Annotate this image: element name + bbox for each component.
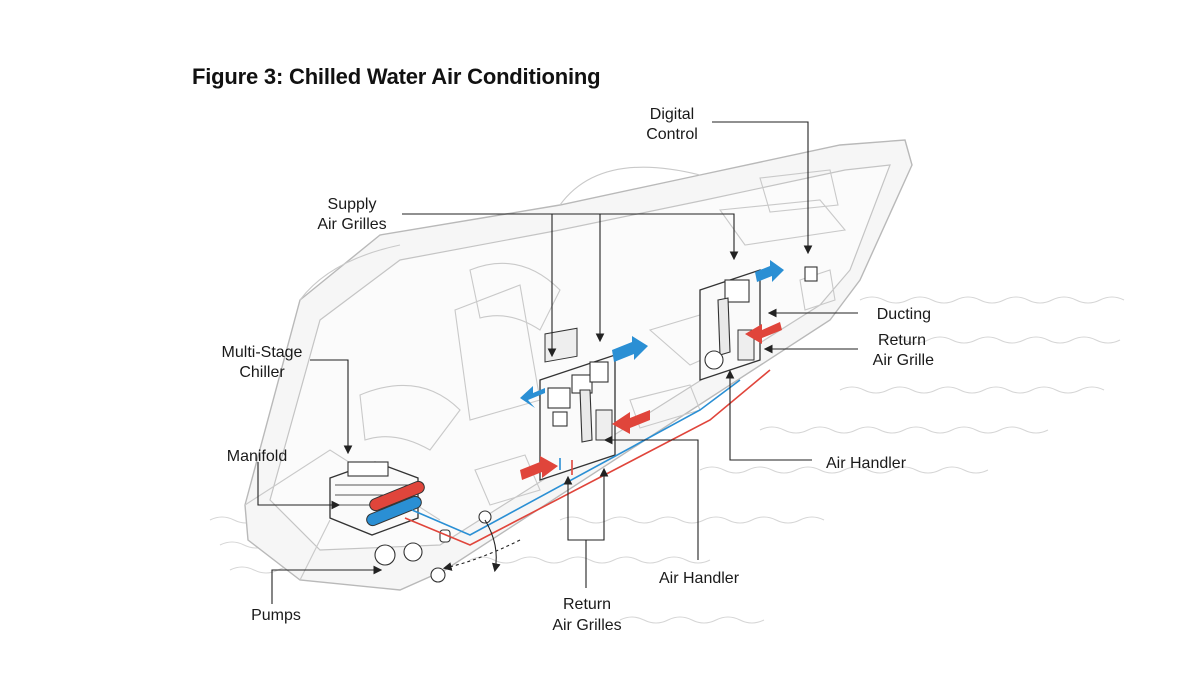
label-return-air-grilles-2: Air Grilles [552, 617, 621, 634]
supply-air-arrow [755, 260, 784, 282]
label-supply-air-grilles-2: Air Grilles [317, 216, 386, 233]
label-manifold: Manifold [227, 448, 287, 465]
supply-air-arrow [612, 336, 648, 362]
label-digital-control-1: Digital [650, 106, 694, 123]
label-digital-control-2: Control [646, 126, 698, 143]
label-multi-stage-chiller-1: Multi-Stage [222, 344, 303, 361]
manifold [366, 480, 425, 527]
return-air-arrow [520, 456, 558, 480]
chilled-water-pipes [404, 369, 771, 573]
label-air-handler-right: Air Handler [826, 455, 907, 472]
pumps [374, 510, 492, 583]
supply-air-arrow [520, 386, 545, 408]
return-air-arrow [745, 322, 782, 344]
figure-title: Figure 3: Chilled Water Air Conditioning [192, 64, 601, 89]
airflow-arrows [520, 260, 784, 480]
leader-lines [257, 121, 858, 604]
label-ducting: Ducting [877, 306, 931, 323]
label-return-air-grille-2: Air Grille [873, 352, 934, 369]
label-return-air-grilles-1: Return [563, 596, 611, 613]
label-air-handler-center: Air Handler [659, 570, 740, 587]
labels: Digital Control Supply Air Grilles Ducti… [222, 106, 935, 634]
label-return-air-grille-1: Return [878, 332, 926, 349]
return-air-arrow [612, 410, 650, 434]
digital-control-panel [804, 266, 818, 282]
label-supply-air-grilles-1: Supply [328, 196, 377, 213]
air-handler-center [539, 327, 616, 481]
label-pumps: Pumps [251, 607, 301, 624]
label-multi-stage-chiller-2: Chiller [239, 364, 285, 381]
air-handler-right [699, 266, 818, 381]
